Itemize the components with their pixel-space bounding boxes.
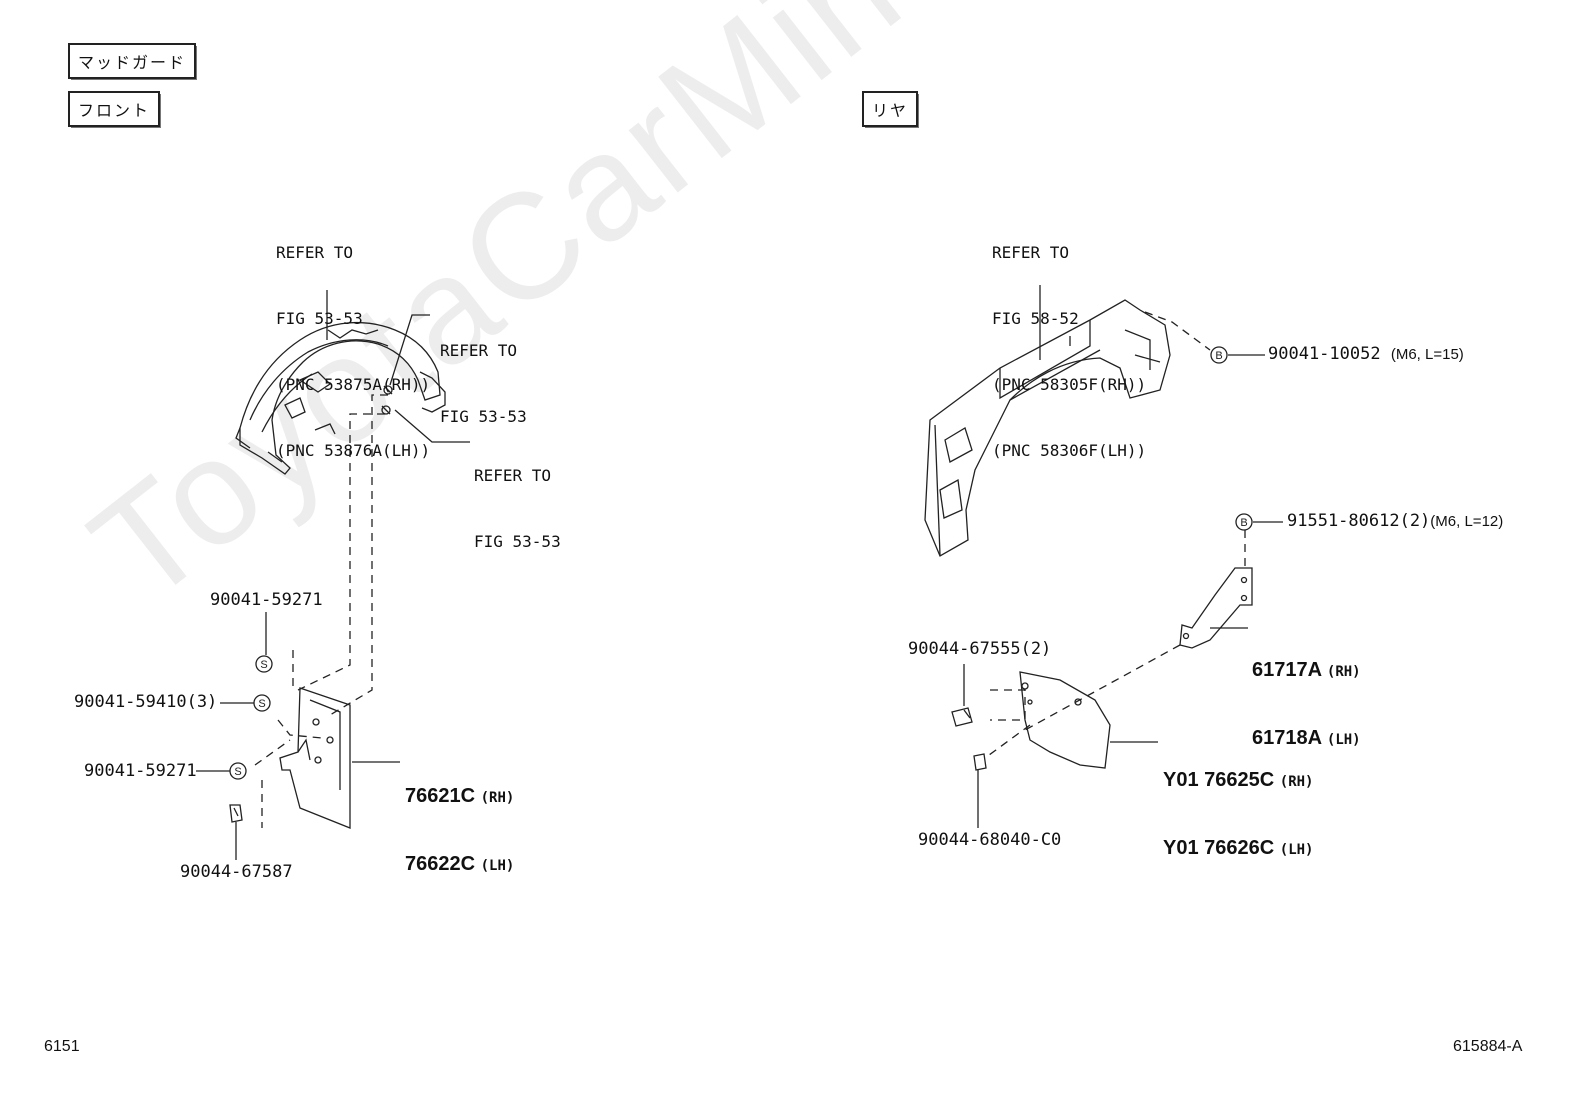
rear-clip-top-pn: 90044-67555(2) (908, 639, 1052, 659)
rear-label: リヤ (862, 91, 919, 127)
front-screw-mid-pn: 90041-59410(3) (74, 692, 218, 712)
marker-b-2: B (1240, 517, 1247, 529)
rear-body-panel (924, 299, 1171, 557)
front-clip-pn: 90044-67587 (180, 862, 293, 882)
rear-mud-guard-pn: Y01 76625C (RH) Y01 76626C (LH) (1163, 769, 1314, 859)
marker-s-2: S (258, 698, 265, 710)
front-label: フロント (68, 91, 161, 127)
front-screw-top-pn: 90041-59271 (210, 590, 323, 610)
front-screw-bot-pn: 90041-59271 (84, 761, 197, 781)
rear-bracket (1179, 567, 1253, 649)
rear-mud-guard (1019, 671, 1111, 769)
marker-s-1: S (260, 659, 267, 671)
rear-bracket-pn: 61717A (RH) 61718A (LH) (1252, 659, 1361, 749)
rear-clip-bot-pn: 90044-68040-C0 (918, 830, 1062, 850)
marker-s-3: S (234, 766, 241, 778)
front-fender-liner (235, 322, 446, 475)
title-label: マッドガード (68, 43, 197, 79)
marker-b-1: B (1215, 350, 1222, 362)
front-mud-guard (279, 687, 351, 829)
footer-figure-id: 615884-A (1453, 1038, 1523, 1055)
front-refer-main: REFER TO FIG 53-53 (PNC 53875A(RH)) (PNC… (276, 243, 431, 460)
front-mud-guard-pn: 76621C (RH) 76622C (LH) (405, 785, 515, 875)
rear-bolt-b2-pn: 91551-80612(2)(M6, L=12) (1287, 511, 1504, 531)
front-refer-c: REFER TO FIG 53-53 (474, 466, 561, 551)
footer-page-number: 6151 (44, 1038, 80, 1055)
front-refer-b: REFER TO FIG 53-53 (440, 341, 527, 426)
rear-refer-main: REFER TO FIG 58-52 (PNC 58305F(RH)) (PNC… (992, 243, 1147, 460)
rear-bolt-b1-pn: 90041-10052 (M6, L=15) (1268, 344, 1464, 364)
